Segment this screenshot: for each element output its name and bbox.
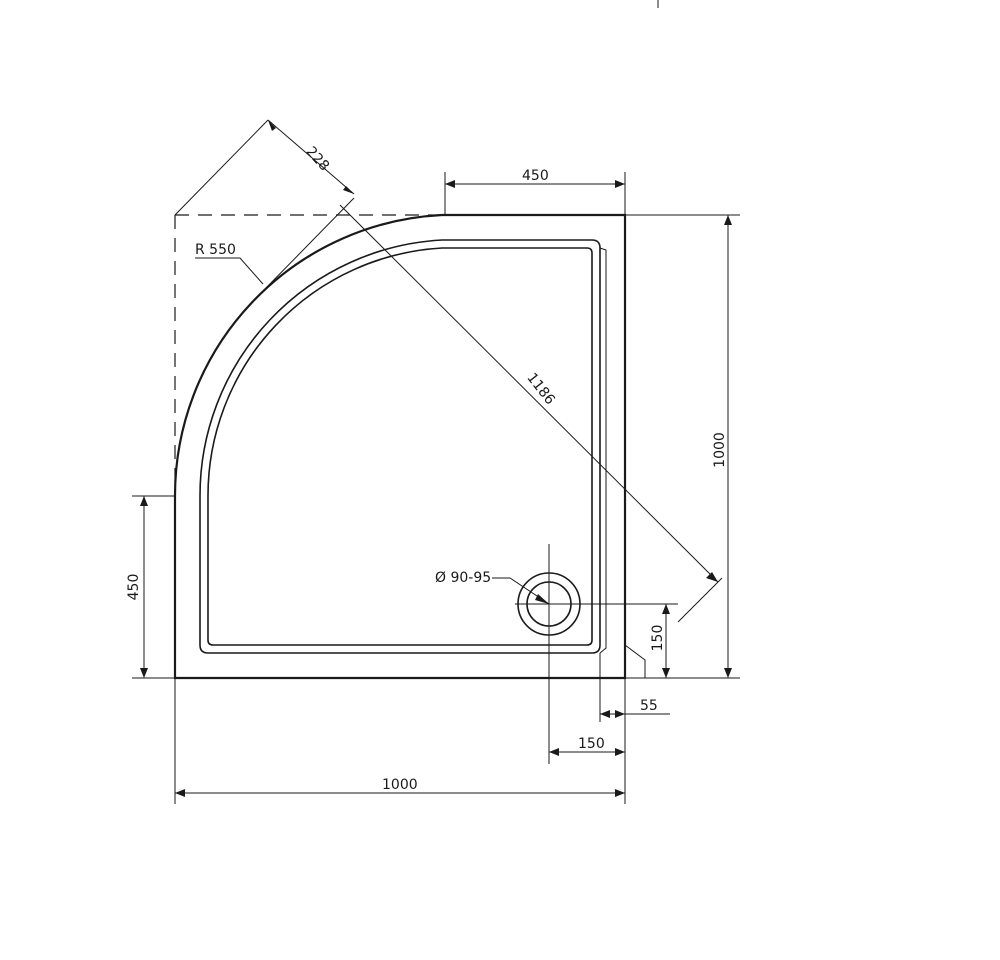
drain: Ø 90-95 [435, 544, 678, 764]
left-height-dimension: 450 [126, 495, 175, 679]
tray-inner-rim-inner [207, 247, 593, 646]
total-height-dimension: 1000 [625, 214, 740, 679]
radius-callout: R 550 [195, 242, 264, 285]
diagonal-label: 1186 [523, 370, 558, 408]
rim-corner-bevel [599, 247, 607, 654]
radius-leader [195, 257, 264, 285]
corner-offset-dimension: 228 [174, 119, 355, 291]
drain-height-label: 150 [650, 625, 666, 652]
diagonal-dimension: 1186 [339, 204, 723, 623]
drain-side-dimension: 150 [549, 736, 625, 756]
base-corner-bevel [624, 644, 646, 678]
left-height-label: 450 [126, 574, 142, 601]
tray-body [173, 213, 646, 680]
radius-label: R 550 [195, 242, 236, 258]
rim-offset-dimension: 55 [599, 653, 670, 764]
tray-inner-rim-outer [199, 239, 601, 654]
tray-outer-outline [173, 213, 627, 680]
corner-offset-label: 228 [302, 144, 332, 175]
total-width-label: 1000 [382, 777, 418, 793]
top-width-label: 450 [522, 168, 549, 184]
drain-height-dimension: 150 [625, 604, 678, 679]
drain-diameter-label: Ø 90-95 [435, 570, 491, 586]
drain-side-label: 150 [578, 736, 605, 752]
total-width-dimension: 1000 [174, 678, 626, 804]
rim-offset-label: 55 [640, 698, 658, 714]
total-height-label: 1000 [712, 432, 728, 468]
square-corner-extension [174, 214, 442, 496]
top-width-dimension: 450 [444, 168, 626, 215]
drain-leader [492, 577, 550, 605]
